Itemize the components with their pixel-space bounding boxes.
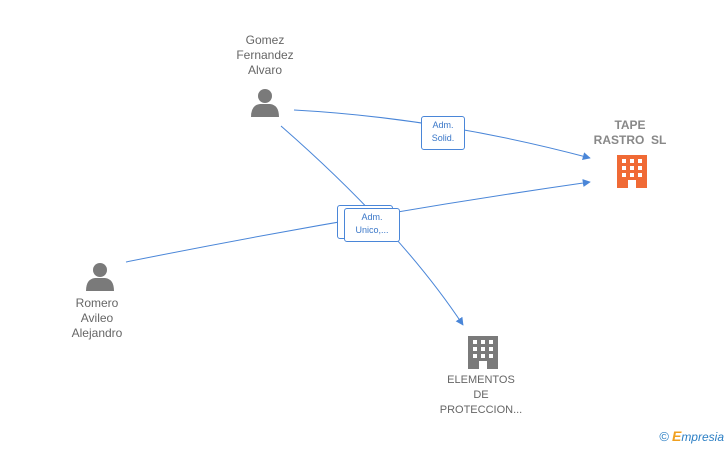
building-icon-tape[interactable] bbox=[617, 155, 647, 188]
person-label-romero[interactable]: Romero Avileo Alejandro bbox=[71, 296, 123, 340]
person-icon-romero[interactable] bbox=[86, 263, 114, 291]
building-icon-elementos[interactable] bbox=[468, 336, 498, 369]
copyright-symbol: © bbox=[659, 428, 669, 444]
company-label-tape[interactable]: TAPE RASTRO SL bbox=[593, 118, 667, 147]
company-label-elementos[interactable]: ELEMENTOS DE PROTECCION... bbox=[439, 374, 523, 416]
brand-logo: Empresia bbox=[671, 428, 724, 444]
person-icon-gomez[interactable] bbox=[251, 89, 279, 117]
person-label-gomez[interactable]: Gomez Fernandez Alvaro bbox=[236, 33, 294, 77]
edge-label-adm-unico[interactable]: Adm. Unico,... bbox=[344, 208, 400, 242]
edge-label-adm-solid[interactable]: Adm. Solid. bbox=[421, 116, 465, 150]
empresia-watermark: © Empresia bbox=[659, 428, 724, 444]
